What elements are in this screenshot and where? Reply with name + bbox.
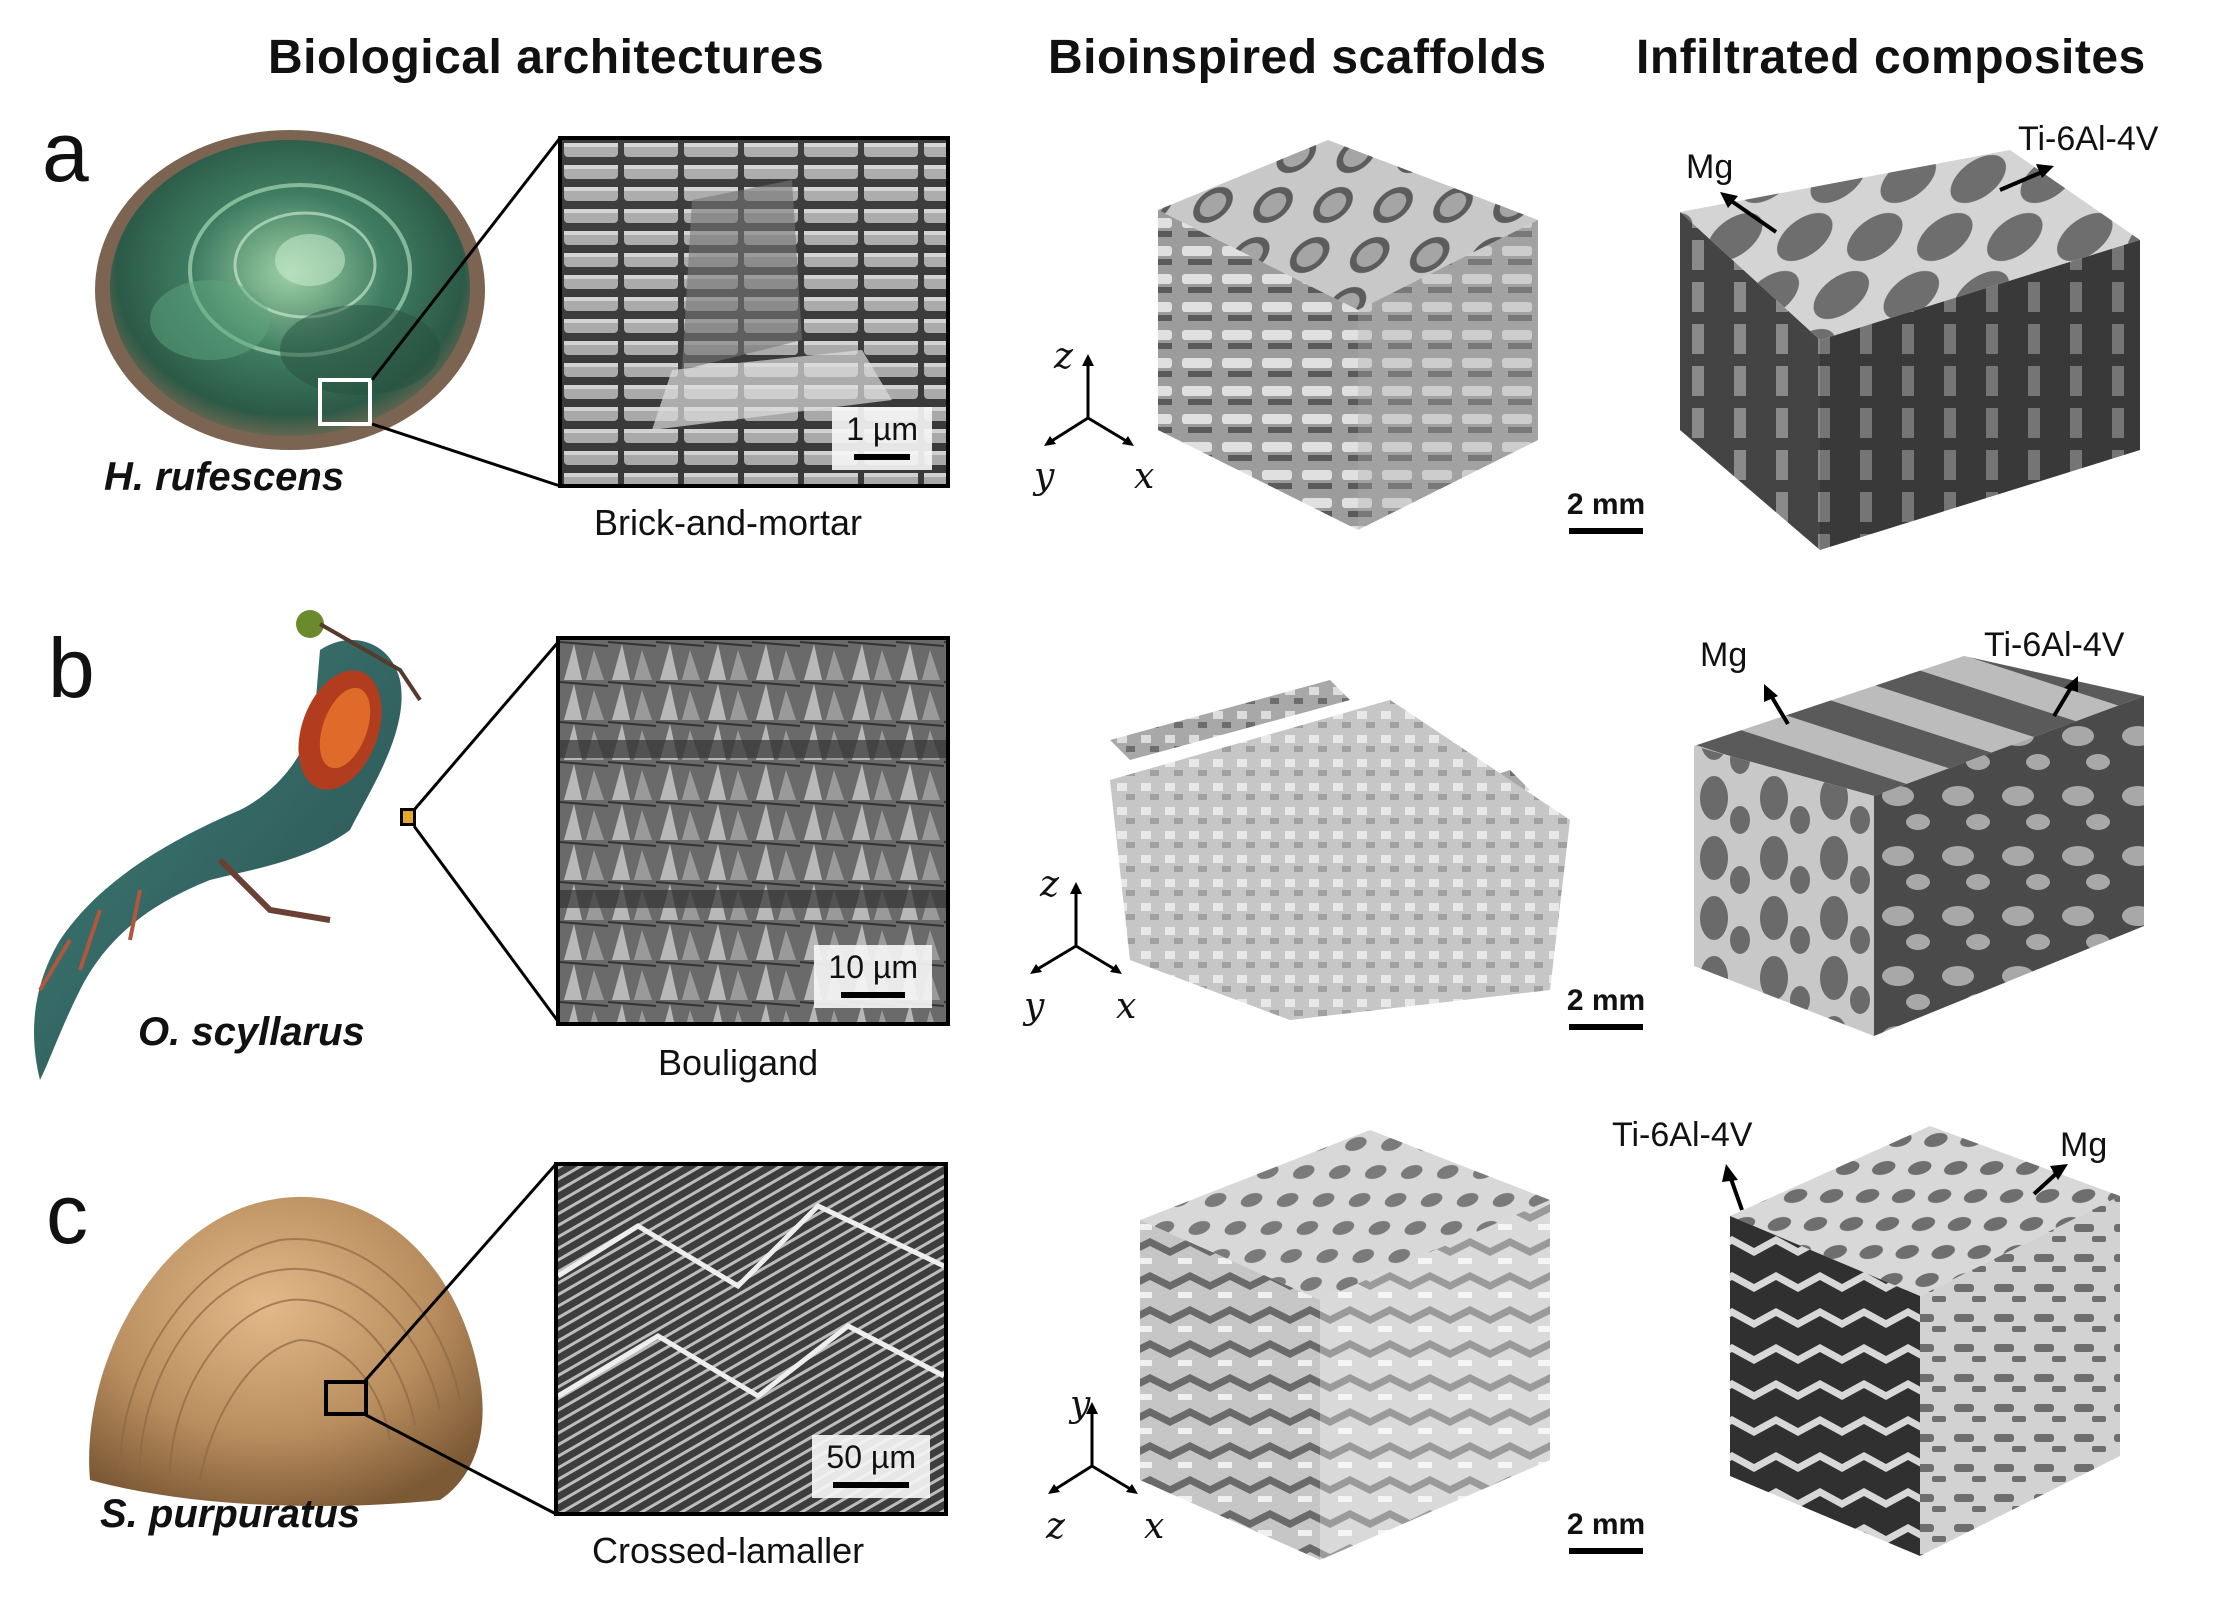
structure-b: Bouligand: [658, 1042, 819, 1083]
sem-scale-c-label: 50 µm: [826, 1439, 916, 1475]
scale-bar-a-label: 2 mm: [1566, 488, 1646, 521]
axes-triad-a: [1044, 354, 1134, 446]
composite-a: [1680, 150, 2140, 550]
sem-image-a: 1 µm: [558, 136, 950, 488]
scale-bar-b: 2 mm: [1556, 984, 1656, 1030]
structure-a: Brick-and-mortar: [594, 502, 863, 543]
axis-label-a-right: x: [1134, 456, 1155, 497]
composite-c-label-2: Mg: [2060, 1126, 2108, 1164]
scale-bar-c-label: 2 mm: [1566, 1508, 1646, 1541]
row-letter-c: c: [46, 1167, 88, 1261]
axes-triad-c: [1048, 1402, 1138, 1494]
composite-c-label-1: Ti-6Al-4V: [1612, 1116, 1753, 1154]
scaffold-c: [1140, 1130, 1550, 1560]
axis-label-c-up: y: [1070, 1384, 1091, 1425]
scale-bar-c: 2 mm: [1556, 1508, 1656, 1554]
species-b: O. scyllarus: [138, 1010, 365, 1054]
species-a: H. rufescens: [104, 455, 345, 499]
clam-shell-photo: [89, 1196, 483, 1506]
abalone-shell-photo: [95, 130, 485, 450]
sem-image-c: 50 µm: [554, 1162, 948, 1516]
header-composites: Infiltrated composites: [1636, 31, 2146, 84]
header-biological: Biological architectures: [268, 31, 825, 84]
sem-scale-a-bar: [854, 454, 911, 460]
sem-image-b: 10 µm: [556, 636, 950, 1026]
mantis-shrimp-photo: [34, 610, 422, 1080]
composite-a-label-1: Mg: [1686, 148, 1734, 186]
axis-label-a-left: y: [1034, 456, 1055, 497]
axis-label-b-up: z: [1040, 864, 1059, 905]
structure-c: Crossed-lamaller: [592, 1530, 865, 1571]
header-scaffolds: Bioinspired scaffolds: [1048, 31, 1547, 84]
mantis-zoom-box: [400, 808, 416, 826]
scaffold-b: [1110, 680, 1570, 1020]
axis-label-b-right: x: [1116, 986, 1137, 1027]
species-c: S. purpuratus: [100, 1492, 361, 1536]
sem-scale-b: 10 µm: [814, 945, 932, 1008]
scale-bar-c-line: [1569, 1548, 1643, 1554]
row-letter-b: b: [48, 621, 95, 715]
scale-bar-b-line: [1569, 1024, 1643, 1030]
axis-label-a-up: z: [1054, 336, 1073, 377]
axis-label-c-right: x: [1144, 1506, 1165, 1547]
composite-b-label-1: Mg: [1700, 636, 1748, 674]
sem-texture-b: [560, 640, 946, 1022]
sem-scale-b-label: 10 µm: [828, 949, 918, 985]
abalone-zoom-box: [318, 378, 372, 426]
composite-a-label-2: Ti-6Al-4V: [2018, 120, 2159, 158]
axis-label-b-left: y: [1024, 986, 1045, 1027]
axis-label-c-left: z: [1046, 1506, 1065, 1547]
scale-bar-b-label: 2 mm: [1566, 984, 1646, 1017]
sem-scale-c-bar: [833, 1482, 910, 1488]
composite-b: [1694, 656, 2144, 1036]
scaffold-a: [1158, 140, 1538, 530]
composite-b-label-2: Ti-6Al-4V: [1984, 626, 2125, 664]
sem-scale-c: 50 µm: [812, 1435, 930, 1498]
scale-bar-a: 2 mm: [1556, 488, 1656, 534]
sem-scale-a-label: 1 µm: [846, 411, 918, 447]
axes-triad-b: [1030, 882, 1122, 974]
clam-zoom-box: [324, 1380, 368, 1416]
sem-scale-b-bar: [841, 992, 906, 998]
scale-bar-a-line: [1569, 528, 1643, 534]
sem-scale-a: 1 µm: [832, 407, 932, 470]
composite-c: [1730, 1126, 2120, 1556]
row-letter-a: a: [42, 105, 89, 199]
